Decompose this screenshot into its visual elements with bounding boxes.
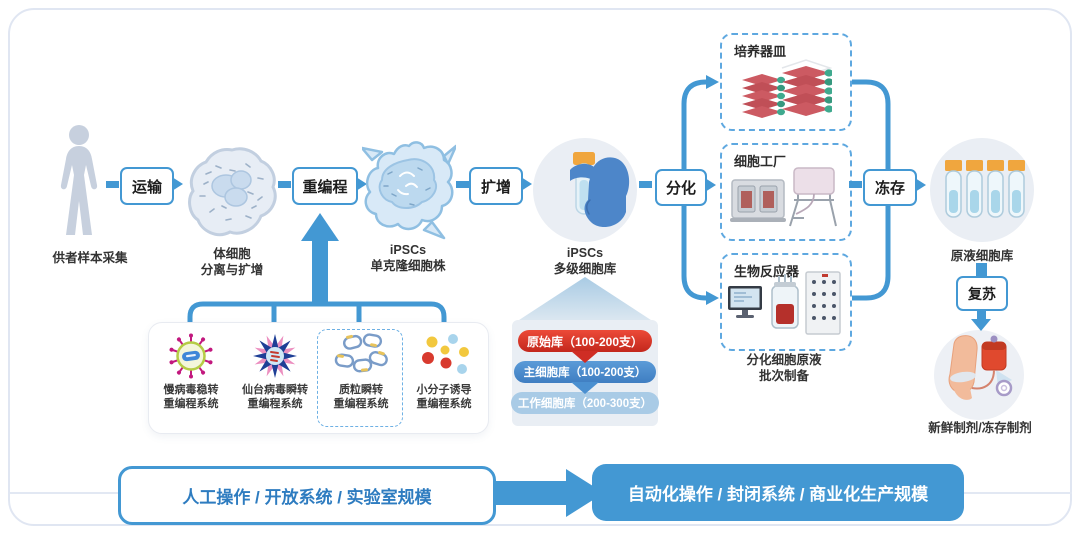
small-molecules-icon: [422, 334, 469, 374]
transport-stub: [106, 181, 119, 188]
automated-operation-banner: 自动化操作 / 封闭系统 / 商业化生产规模: [592, 464, 964, 521]
divider-line-left: [10, 492, 120, 494]
system-label-line2: 重编程系统: [416, 398, 472, 411]
system-item-sendai: 仙台病毒瞬转 重编程系统: [233, 323, 317, 433]
batch-prep-label-line2: 批次制备: [758, 369, 809, 384]
reprogram-arrow-icon: [356, 177, 367, 191]
ipsc-clone-label: iPSCs 单克隆细胞株: [352, 242, 464, 275]
differentiate-step: 分化: [655, 169, 707, 206]
sendai-virus-icon: [253, 334, 297, 378]
revive-arrow-shaft: [977, 307, 986, 320]
ipsc-clone-label-line2: 单克隆细胞株: [370, 259, 446, 274]
bank-tier-master: 主细胞库（100-200支）: [514, 361, 656, 383]
culture-vessel-title: 培养器皿: [734, 44, 787, 59]
bioreactor-icon: [728, 271, 841, 335]
system-label-line1: 质粒瞬转: [339, 384, 383, 396]
manual-operation-banner: 人工操作 / 开放系统 / 实验室规模: [118, 466, 496, 525]
stock-bank-label: 原液细胞库: [950, 249, 1014, 263]
batch-prep-label-line1: 分化细胞原液: [746, 353, 822, 367]
bank-tier-working: 工作细胞库（200-300支）: [511, 392, 659, 414]
revive-step: 复苏: [956, 276, 1008, 311]
system-label-line2: 重编程系统: [333, 398, 389, 411]
somatic-label: 体细胞 分离与扩增: [180, 246, 284, 279]
cell-factory-title: 细胞工厂: [734, 154, 787, 169]
cryo-tubes-icon: [945, 160, 1025, 218]
differentiate-arrow-icon: [705, 178, 716, 192]
cell-factory-icon: [730, 167, 837, 227]
expand-step: 扩增: [469, 167, 523, 205]
freeze-step: 冻存: [863, 169, 917, 206]
system-label-line2: 重编程系统: [247, 398, 303, 411]
reprogram-stub: [278, 181, 291, 188]
infusion-arm-icon: [948, 335, 1013, 400]
somatic-label-line2: 分离与扩增: [200, 263, 264, 278]
ipsc-bank-circle: [533, 138, 637, 242]
ipsc-bank-label: iPSCs 多级细胞库: [531, 245, 639, 278]
batch-prep-label: 分化细胞原液 批次制备: [718, 352, 850, 385]
expand-stub: [456, 181, 469, 188]
ipsc-clone-label-line1: iPSCs: [389, 243, 427, 257]
system-item-lentivirus: 慢病毒稳转 重编程系统: [149, 323, 233, 433]
preparation-circle: [934, 330, 1024, 420]
revive-arrow-icon: [971, 319, 991, 331]
transport-arrow-icon: [172, 177, 183, 191]
plasmid-icon: [334, 333, 388, 373]
ipsc-bank-label-line1: iPSCs: [566, 246, 604, 260]
bioreactor-title: 生物反应器: [734, 264, 800, 279]
transport-step: 运输: [120, 167, 174, 205]
revive-stub: [976, 263, 987, 277]
system-label-line2: 重编程系统: [163, 398, 219, 411]
manual-operation-label: 人工操作 / 开放系统 / 实验室规模: [182, 488, 432, 507]
system-label-line1: 慢病毒稳转: [163, 384, 219, 396]
preparation-label: 新鲜制剂/冻存制剂: [928, 421, 1032, 435]
outer-border: [8, 8, 1072, 526]
culture-flask-stack-icon: [742, 59, 832, 118]
bank-tier-primary: 原始库（100-200支）: [518, 330, 652, 352]
stock-bank-circle: [930, 138, 1034, 242]
divider-line-right: [960, 492, 1072, 494]
system-label-line1: 小分子诱导: [416, 384, 472, 396]
person-icon: [60, 125, 98, 235]
reprogram-systems-panel: 慢病毒稳转 重编程系统 仙台病毒瞬转 重编程系统: [148, 322, 489, 434]
bank-arrow-red-icon: [571, 351, 599, 363]
system-item-plasmid: 质粒瞬转 重编程系统: [319, 323, 403, 433]
automated-operation-label: 自动化操作 / 封闭系统 / 商业化生产规模: [627, 485, 929, 504]
differentiate-stub: [639, 181, 652, 188]
hand-tube-icon: [570, 152, 630, 228]
freeze-stub: [849, 181, 862, 188]
freeze-arrow-icon: [915, 178, 926, 192]
system-label-line1: 仙台病毒瞬转: [242, 384, 308, 396]
system-item-small-molecule: 小分子诱导 重编程系统: [402, 323, 486, 433]
transition-arrow-shaft: [488, 481, 568, 505]
somatic-cell-icon: [188, 147, 277, 237]
reprogram-step: 重编程: [292, 167, 358, 205]
expand-arrow-icon: [521, 177, 532, 191]
donor-label: 供者样本采集: [52, 251, 128, 265]
somatic-label-line1: 体细胞: [213, 247, 251, 261]
bank-arrow-blue-icon: [571, 382, 599, 394]
ipsc-colony-icon: [362, 141, 456, 240]
plasmid-highlight-box: [317, 329, 403, 427]
ipsc-bank-label-line2: 多级细胞库: [553, 262, 617, 277]
lentivirus-icon: [169, 333, 213, 379]
